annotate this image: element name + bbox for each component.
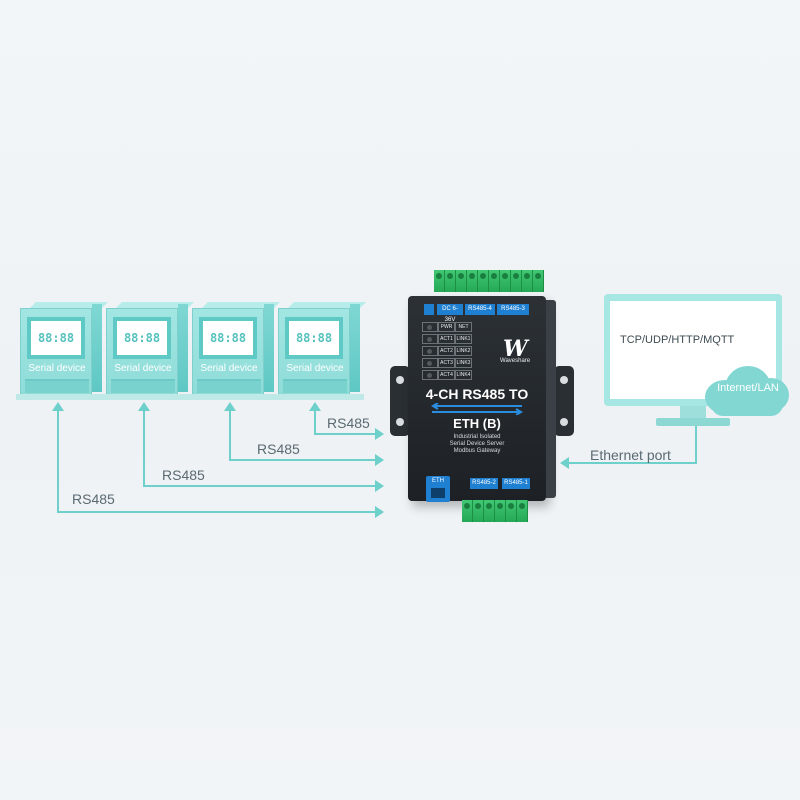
serial-device-2: 88:88 Serial device [102, 302, 194, 400]
internet-lan-label: Internet/LAN [717, 382, 779, 394]
led-label: LINK2 [455, 346, 472, 356]
gateway-title-line1: 4-CH RS485 TO [425, 386, 529, 402]
connection-line-2-vertical [143, 410, 145, 486]
rs485-label-2: RS485 [162, 467, 205, 483]
led-label: NET [455, 322, 472, 332]
arrow-up-icon [309, 402, 321, 411]
port-label-power: DC 6-36V [437, 304, 463, 323]
device-label: Serial device [114, 363, 172, 374]
brand-name: Waveshare [500, 358, 531, 364]
rj45-jack-icon [431, 488, 445, 498]
rs485-label-1: RS485 [72, 491, 115, 507]
arrow-right-icon [375, 480, 384, 492]
device-display: 88:88 [113, 317, 171, 359]
arrow-up-icon [224, 402, 236, 411]
connection-line-3-vertical [229, 410, 231, 460]
eth-label: ETH [432, 478, 444, 484]
connection-line-1-horizontal [57, 511, 376, 513]
mounting-ear-left [390, 366, 410, 436]
connection-line-1-vertical [57, 410, 59, 512]
subtitle-line: Serial Device Server [449, 441, 505, 447]
connection-line-4-horizontal [314, 433, 376, 435]
ethernet-port-label: Ethernet port [590, 447, 671, 463]
led-label: LINK1 [455, 334, 472, 344]
port-label-rs485-3: RS485-3 [497, 304, 529, 315]
port-label-rs485-4: RS485-4 [465, 304, 495, 315]
rs485-label-4: RS485 [327, 415, 370, 431]
serial-device-4: 88:88 Serial device [274, 302, 366, 400]
led-label: ACT1 [438, 334, 455, 344]
led-label: ACT2 [438, 346, 455, 356]
protocol-list: TCP/UDP/HTTP/MQTT [620, 334, 735, 346]
ethernet-line-vertical [695, 410, 697, 464]
rs485-ethernet-gateway: DC 6-36V RS485-4 RS485-3 PWR NET ACT1 LI… [390, 256, 582, 526]
connection-line-4-vertical [314, 410, 316, 434]
arrow-right-icon [375, 428, 384, 440]
device-label: Serial device [200, 363, 258, 374]
ethernet-line-horizontal [568, 462, 696, 464]
arrow-up-icon [138, 402, 150, 411]
led-label: LINK4 [455, 370, 472, 380]
serial-device-1: 88:88 Serial device [16, 302, 108, 400]
subtitle-line: Industrial Isolated [453, 434, 501, 440]
gateway-subtitle: Industrial Isolated Serial Device Server… [408, 434, 546, 455]
device-display: 88:88 [285, 317, 343, 359]
led-icon [422, 334, 438, 344]
mounting-ear-right [554, 366, 574, 436]
led-label: ACT3 [438, 358, 455, 368]
device-readout: 88:88 [37, 331, 75, 345]
device-readout: 88:88 [123, 331, 161, 345]
led-label: PWR [438, 322, 455, 332]
gateway-body [408, 296, 546, 501]
arrow-up-icon [52, 402, 64, 411]
rs485-label-3: RS485 [257, 441, 300, 457]
gateway-title-line2: ETH (B) [453, 416, 501, 431]
led-icon [422, 322, 438, 332]
top-terminal-block [434, 270, 544, 292]
arrow-left-icon [560, 457, 569, 469]
connection-line-2-horizontal [143, 485, 376, 487]
port-label-rs485-2: RS485-2 [470, 478, 498, 489]
led-icon [422, 346, 438, 356]
serial-device-3: 88:88 Serial device [188, 302, 280, 400]
arrow-right-icon [375, 454, 384, 466]
led-icon [422, 370, 438, 380]
led-indicator-panel: PWR NET ACT1 LINK1 ACT2 LINK2 ACT3 LINK3… [422, 322, 472, 382]
bottom-terminal-block [462, 500, 528, 522]
led-label: LINK3 [455, 358, 472, 368]
device-label: Serial device [286, 363, 344, 374]
subtitle-line: Modbus Gateway [453, 448, 501, 454]
arrow-right-icon [375, 506, 384, 518]
led-label: ACT4 [438, 370, 455, 380]
device-display: 88:88 [27, 317, 85, 359]
ethernet-port: ETH [426, 476, 450, 502]
port-label-rs485-1: RS485-1 [502, 478, 530, 489]
device-readout: 88:88 [209, 331, 247, 345]
waveshare-logo-icon: W [503, 336, 528, 362]
device-display: 88:88 [199, 317, 257, 359]
cloud-icon: Internet/LAN [695, 362, 795, 418]
port-marker [424, 304, 434, 315]
device-label: Serial device [28, 363, 86, 374]
connection-line-3-horizontal [229, 459, 376, 461]
bidirectional-arrow-icon [431, 403, 523, 415]
device-readout: 88:88 [295, 331, 333, 345]
led-icon [422, 358, 438, 368]
